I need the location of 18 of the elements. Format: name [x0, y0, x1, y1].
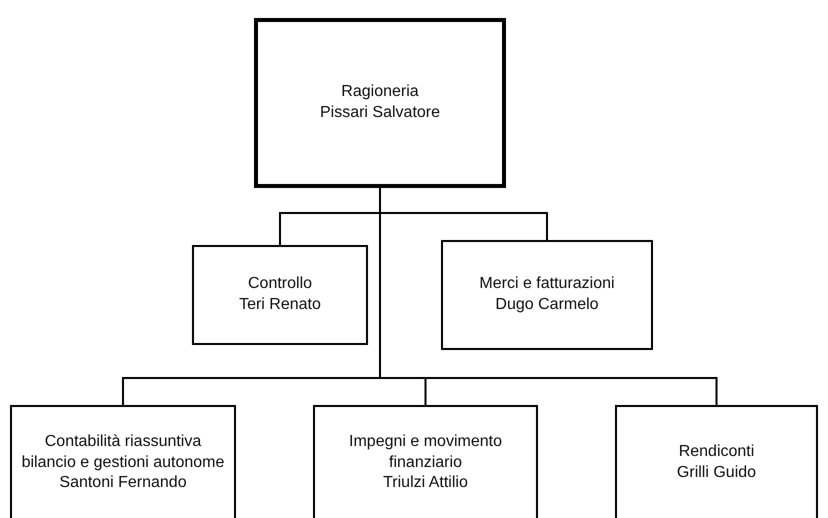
- person-name: Pissari Salvatore: [320, 103, 440, 123]
- department-name: Contabilità riassuntiva bilancio e gestioni autonome: [20, 432, 226, 473]
- person-name: Grilli Guido: [676, 463, 756, 483]
- department-name: Impegni e movimento finanziario: [348, 432, 503, 473]
- department-box: [192, 245, 368, 345]
- person-name: Triulzi Attilio: [383, 473, 468, 494]
- department-box: [615, 405, 818, 518]
- department-name: Rendiconti: [678, 442, 754, 462]
- person-name: Dugo Carmelo: [495, 295, 599, 315]
- department-name: Controllo: [248, 274, 312, 294]
- department-name: Merci e fatturazioni: [479, 274, 615, 294]
- head-office-box: [254, 18, 506, 188]
- department-box: [313, 405, 538, 518]
- department-box: [441, 240, 653, 350]
- department-name: Ragioneria: [341, 82, 419, 102]
- person-name: Teri Renato: [239, 295, 321, 315]
- department-box: [10, 405, 236, 518]
- person-name: Santoni Fernando: [59, 473, 187, 494]
